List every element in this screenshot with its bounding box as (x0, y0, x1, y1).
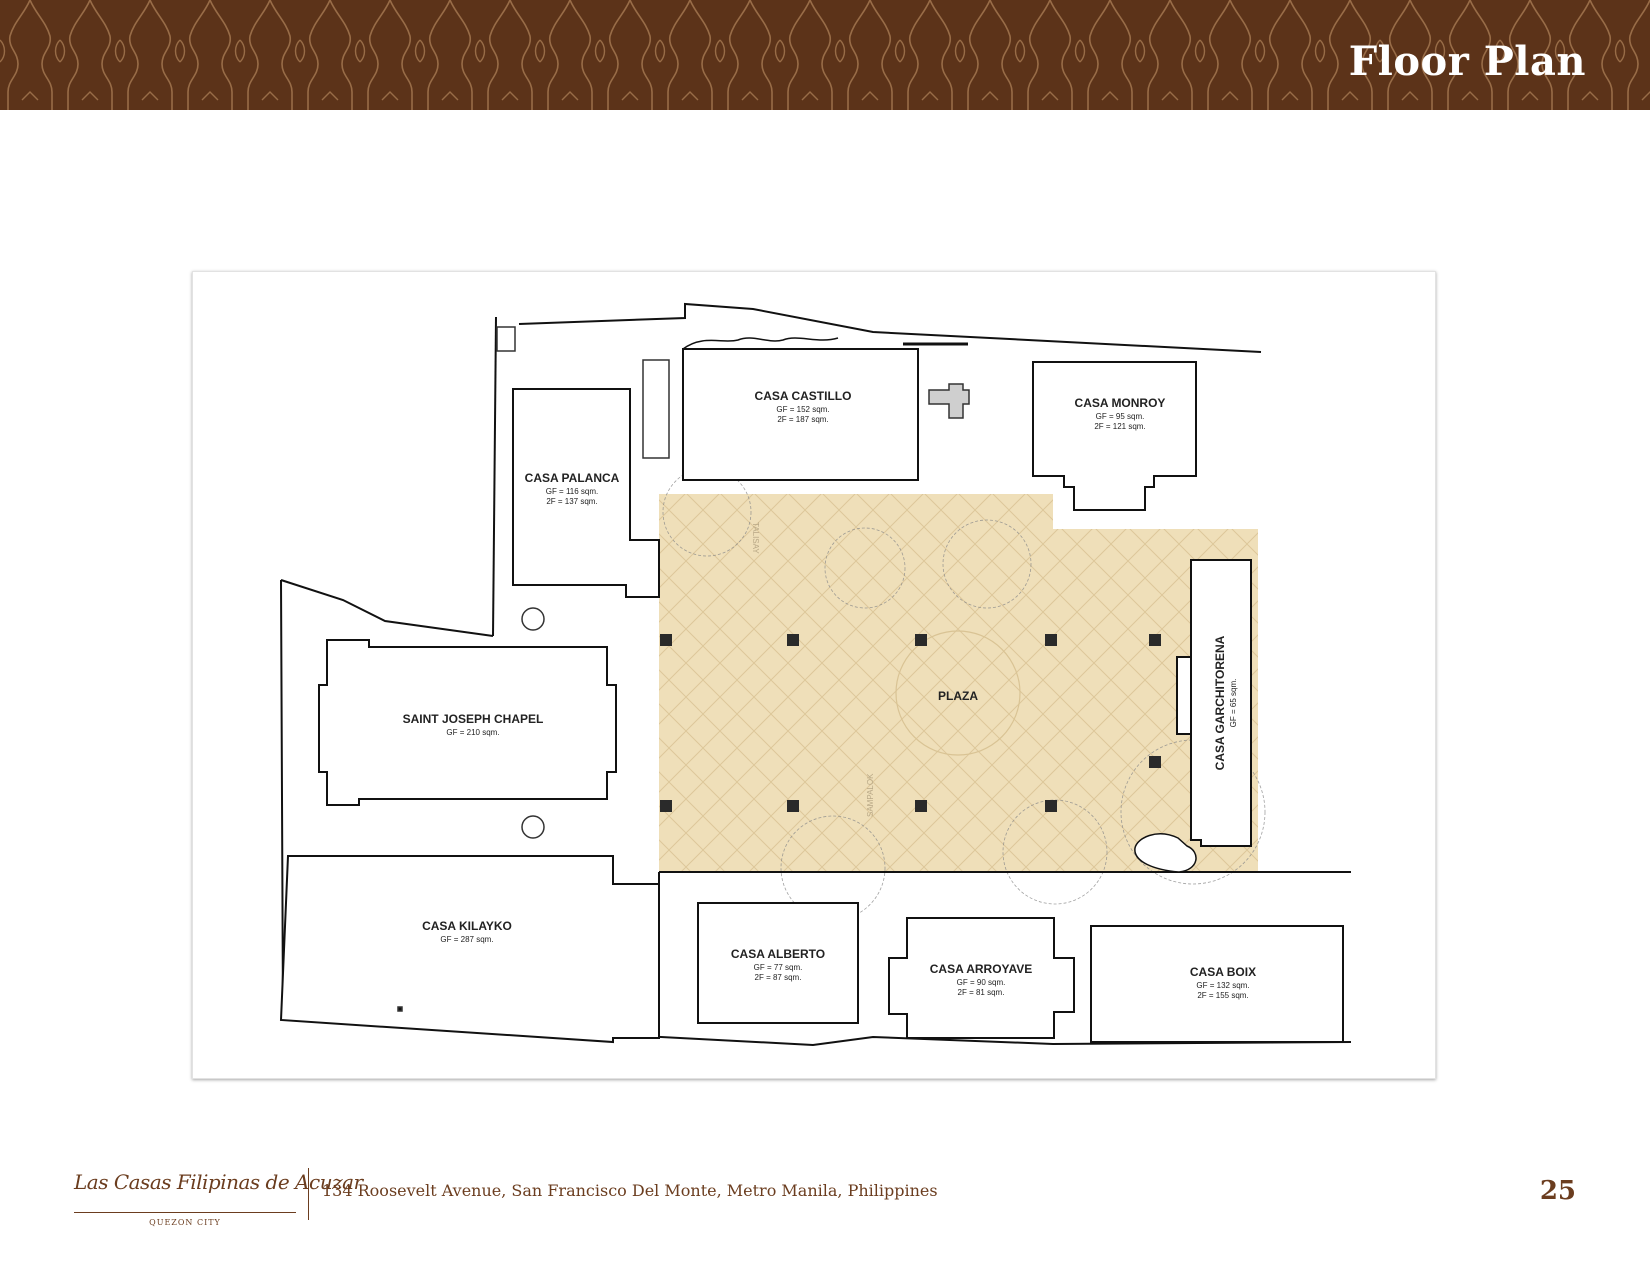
casa-monroy-gf: GF = 95 sqm. (1096, 412, 1145, 421)
tree-label-talisay: TALISAY (751, 522, 760, 554)
casa-kilayko-name: CASA KILAYKO (422, 919, 512, 933)
tree-label-sampalok: SAMPALOK (866, 773, 875, 817)
plan-labels: PLAZA TALISAY SAMPALOK CASA CASTILLO GF … (403, 389, 1256, 1000)
plaza-label: PLAZA (938, 689, 978, 703)
header-banner: Floor Plan (0, 0, 1650, 110)
casa-castillo-gf: GF = 152 sqm. (776, 405, 829, 414)
plaza-area (659, 494, 1258, 872)
saint-joseph-chapel-gf: GF = 210 sqm. (446, 728, 499, 737)
saint-joseph-chapel-name: SAINT JOSEPH CHAPEL (403, 712, 544, 726)
casa-castillo-2f: 2F = 187 sqm. (777, 415, 828, 424)
casa-alberto-name: CASA ALBERTO (731, 947, 825, 961)
logo-subtitle: QUEZON CITY (149, 1218, 221, 1227)
casa-boix-gf: GF = 132 sqm. (1196, 981, 1249, 990)
plaza-pillars (660, 634, 1161, 812)
casa-arroyave-2f: 2F = 81 sqm. (958, 988, 1005, 997)
floor-plan-drawing: PLAZA TALISAY SAMPALOK CASA CASTILLO GF … (279, 302, 1352, 1047)
site-outline (280, 302, 1352, 1047)
casa-arroyave-gf: GF = 90 sqm. (957, 978, 1006, 987)
casa-arroyave-name: CASA ARROYAVE (930, 962, 1032, 976)
casa-palanca-2f: 2F = 137 sqm. (546, 497, 597, 506)
page-title: Floor Plan (1348, 38, 1586, 85)
casa-palanca-name: CASA PALANCA (525, 471, 620, 485)
logo-rule (74, 1212, 296, 1213)
casa-kilayko-gf: GF = 287 sqm. (440, 935, 493, 944)
casa-garchitorena-name: CASA GARCHITORENA (1213, 635, 1227, 770)
site-features (397, 326, 1197, 1012)
building-outlines (279, 348, 1344, 1044)
footer-address: 134 Roosevelt Avenue, San Francisco Del … (322, 1181, 938, 1200)
footer-divider (308, 1168, 309, 1220)
casa-palanca-gf: GF = 116 sqm. (546, 487, 599, 496)
casa-boix-2f: 2F = 155 sqm. (1197, 991, 1248, 1000)
casa-monroy-name: CASA MONROY (1075, 396, 1166, 410)
logo-text: Las Casas Filipinas de Acuzar (74, 1170, 363, 1194)
casa-alberto-2f: 2F = 87 sqm. (755, 973, 802, 982)
casa-alberto-gf: GF = 77 sqm. (754, 963, 803, 972)
casa-garchitorena-gf: GF = 65 sqm. (1229, 679, 1238, 728)
page-number: 25 (1539, 1176, 1576, 1206)
header-pattern (0, 0, 1650, 110)
footer-logo: Las Casas Filipinas de Acuzar QUEZON CIT… (74, 1170, 363, 1230)
casa-monroy-2f: 2F = 121 sqm. (1094, 422, 1145, 431)
casa-castillo-name: CASA CASTILLO (755, 389, 852, 403)
floor-plan-frame: PLAZA TALISAY SAMPALOK CASA CASTILLO GF … (192, 271, 1436, 1079)
casa-boix-name: CASA BOIX (1190, 965, 1256, 979)
